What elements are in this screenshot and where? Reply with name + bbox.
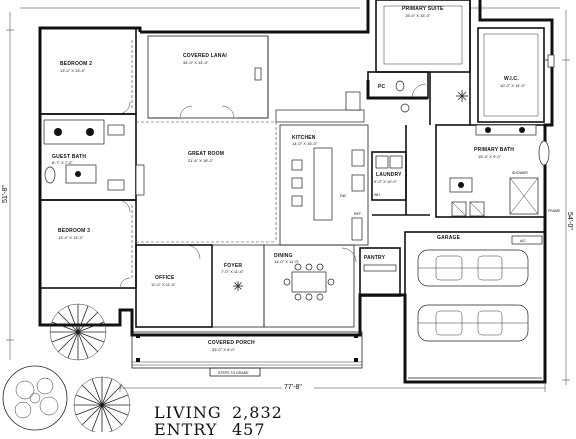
primary-suite-dims: 15'-0" X 15'-0" [405,13,431,18]
chandelier-icon [233,281,243,291]
landscape-shrub-icon-2 [73,376,131,432]
primary-bath-dims: 15'-4" X 9'-0" [478,154,502,159]
left-depth-dimension: 51'-8" [2,185,9,203]
great-room-label: GREAT ROOM [188,151,224,157]
kitchen-label: KITCHEN [292,135,316,141]
ceiling-fan-icon [456,90,468,102]
dining: DINING 14'-0" X 11'-0" [263,244,355,328]
area-value: 2,832 [232,403,283,422]
landscape-tree-icon [2,365,68,431]
wic-label: W.I.C. [504,76,519,82]
walk-in-closet: W.I.C. 10'-0" X 14'-0" [477,27,555,123]
frame-note: FRAME [548,209,561,213]
bedroom-2: BEDROOM 2 13'-4" X 13'-0" [39,27,137,115]
overall-width-dimension: 77'-8" [284,384,302,391]
wic-dims: 10'-0" X 14'-0" [500,83,526,88]
area-summary: LIVING 2,832 ENTRY 457 [154,404,283,438]
covered-lanai: COVERED LANAI 34'-0" X 14'-0" [147,35,365,123]
ac-note: A/C [520,239,526,243]
bedroom2-dims: 13'-4" X 13'-0" [60,68,86,73]
kitchen-dims: 14'-0" X 15'-0" [292,141,318,146]
porch-dims: 33'-0" X 8'-0" [212,347,236,352]
guest-bath: GUEST BATH 8'-7" X 7'-0" [39,113,137,213]
laundry-label: LAUNDRY [376,172,402,178]
pantry-label: PANTRY [364,255,386,261]
shower-note: SHOWER [512,171,528,175]
pantry: PANTRY [341,247,401,297]
area-label: ENTRY [154,420,218,439]
primary-suite: PRIMARY SUITE 15'-0" X 15'-0" [375,0,471,125]
foyer: FOYER 7'-0" X 11'-0" [211,244,265,328]
bedroom3-dims: 13'-4" X 13'-0" [58,235,84,240]
kitchen: KITCHEN 14'-0" X 15'-0" REF DW [279,124,369,246]
ref-note: REF [354,212,361,216]
area-row-entry: ENTRY 457 [154,421,283,438]
primary-bath: PRIMARY BATH 15'-4" X 9'-0" SHOWER FRAME [435,124,561,218]
bedroom-3: BEDROOM 3 13'-4" X 13'-0" [39,199,137,289]
dimension-lines: 51'-8" 54'-0" 77'-8" [2,7,573,392]
dining-label: DINING [274,253,293,259]
primary-bath-label: PRIMARY BATH [474,147,514,153]
garage-label: GARAGE [437,235,461,241]
office-dims: 11'-0" X 11'-0" [151,282,176,287]
laundry-dims: 9'-0" X 10'-0" [374,179,398,184]
lanai-label: COVERED LANAI [183,53,227,59]
car-2-icon [417,304,529,342]
landscape-shrub-icon [49,303,107,361]
dw-note: DW [340,194,347,198]
lanai-dims: 34'-0" X 14'-0" [183,60,209,65]
powder-room: PC [367,71,468,113]
wh-note: WH [374,193,380,197]
steps-note: STEPS TO GRADE [218,371,249,375]
pc-label: PC [378,84,386,90]
garage: GARAGE A/C [404,231,546,383]
primary-suite-label: PRIMARY SUITE [402,6,444,12]
porch-label: COVERED PORCH [208,340,255,346]
area-row-living: LIVING 2,832 [154,404,283,421]
right-depth-dimension: 54'-0" [566,212,573,230]
dining-dims: 14'-0" X 11'-0" [274,259,300,264]
foyer-dims: 7'-0" X 11'-0" [221,269,244,274]
bedroom3-label: BEDROOM 3 [58,228,90,234]
foyer-label: FOYER [224,263,242,269]
car-1-icon [417,249,529,287]
area-value: 457 [232,420,266,439]
guest-bath-label: GUEST BATH [52,154,86,160]
bedroom2-label: BEDROOM 2 [60,61,92,67]
office-label: OFFICE [155,275,175,281]
great-room: GREAT ROOM 21'-6" X 18'-2" [135,121,277,243]
guest-bath-dims: 8'-7" X 7'-0" [52,160,73,165]
area-label: LIVING [154,403,222,422]
dining-table-icon [283,263,335,301]
office: OFFICE 11'-0" X 11'-0" [135,244,213,328]
great-room-dims: 21'-6" X 18'-2" [188,158,214,163]
covered-porch: COVERED PORCH 33'-0" X 8'-0" STEPS TO GR… [131,331,363,377]
laundry: LAUNDRY 9'-0" X 10'-0" WH [371,125,430,216]
